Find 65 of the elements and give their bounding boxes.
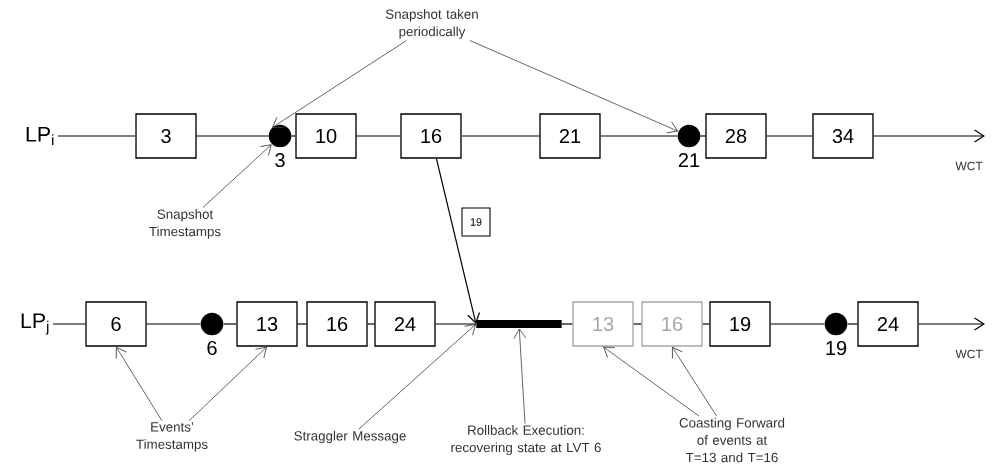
timeline-line: [847, 323, 858, 325]
event-box: 3: [135, 113, 197, 159]
message-box: 19: [461, 207, 491, 237]
event-box: 10: [295, 113, 357, 159]
timeline-line: [196, 135, 269, 137]
event-box: 21: [539, 113, 601, 159]
event-box: 24: [374, 301, 436, 347]
axis-label: WCT: [955, 161, 983, 171]
timeline-line: [367, 323, 375, 325]
timeline-label: LP$_{i}$: [26, 126, 54, 146]
callout-text: Coasting Forward of events at T=13 and T=16: [679, 417, 785, 463]
callout-text: Rollback Execution: recovering state at LVT 6: [451, 425, 601, 455]
timeline-line: [770, 323, 825, 325]
leader-line: [513, 328, 527, 424]
timeline-line: [702, 323, 710, 325]
leader-line: [603, 346, 700, 417]
timestamp-label: 19: [826, 340, 847, 356]
event-box: 13: [236, 301, 298, 347]
timeline-label: LP$_{j}$: [21, 313, 49, 335]
event-box: 19: [709, 301, 771, 347]
timeline-line: [766, 135, 813, 137]
timeline-arrow: [873, 129, 985, 143]
callout-text: Straggler Message: [294, 430, 406, 444]
timeline-line: [291, 135, 296, 137]
leader-line: [188, 346, 267, 422]
callout-text: Snapshot taken periodically: [385, 9, 478, 39]
rollback-bar: [476, 320, 562, 328]
snapshot-dot: [677, 124, 701, 148]
event-box: 28: [705, 113, 767, 159]
timeline-line: [52, 323, 86, 325]
axis-label: WCT: [955, 349, 983, 359]
timeline-line: [633, 323, 642, 325]
event-box: 16: [306, 301, 368, 347]
event-box: 16: [400, 113, 462, 159]
leader-line: [115, 346, 163, 422]
leader-line: [358, 324, 476, 430]
snapshot-dot: [268, 124, 292, 148]
event-box: 24: [857, 301, 919, 347]
timeline-line: [57, 135, 136, 137]
timeline-line: [700, 135, 706, 137]
timestamp-label: 6: [207, 340, 217, 356]
snapshot-dot: [824, 312, 848, 336]
event-box: 16: [641, 301, 703, 347]
leader-line: [469, 40, 679, 134]
callout-text: Events’ Timestamps: [136, 422, 208, 452]
event-box: 6: [85, 301, 147, 347]
timeline-line: [356, 135, 401, 137]
timeline-arrow: [918, 317, 985, 331]
timeline-line: [297, 323, 307, 325]
timeline-line: [223, 323, 237, 325]
event-box: 13: [572, 301, 634, 347]
message-arrow: [435, 158, 481, 324]
timeline-line: [561, 323, 573, 325]
leader-line: [272, 40, 407, 128]
leader-line: [672, 346, 718, 417]
timeline-line: [600, 135, 678, 137]
event-box: 34: [812, 113, 874, 159]
timeline-line: [146, 323, 201, 325]
leader-line: [202, 144, 272, 208]
timestamp-label: 3: [275, 152, 285, 168]
timeline-line: [435, 323, 477, 325]
timeline-line: [461, 135, 540, 137]
snapshot-dot: [200, 312, 224, 336]
callout-text: Snapshot Timestamps: [149, 209, 221, 239]
timestamp-label: 21: [678, 153, 700, 167]
